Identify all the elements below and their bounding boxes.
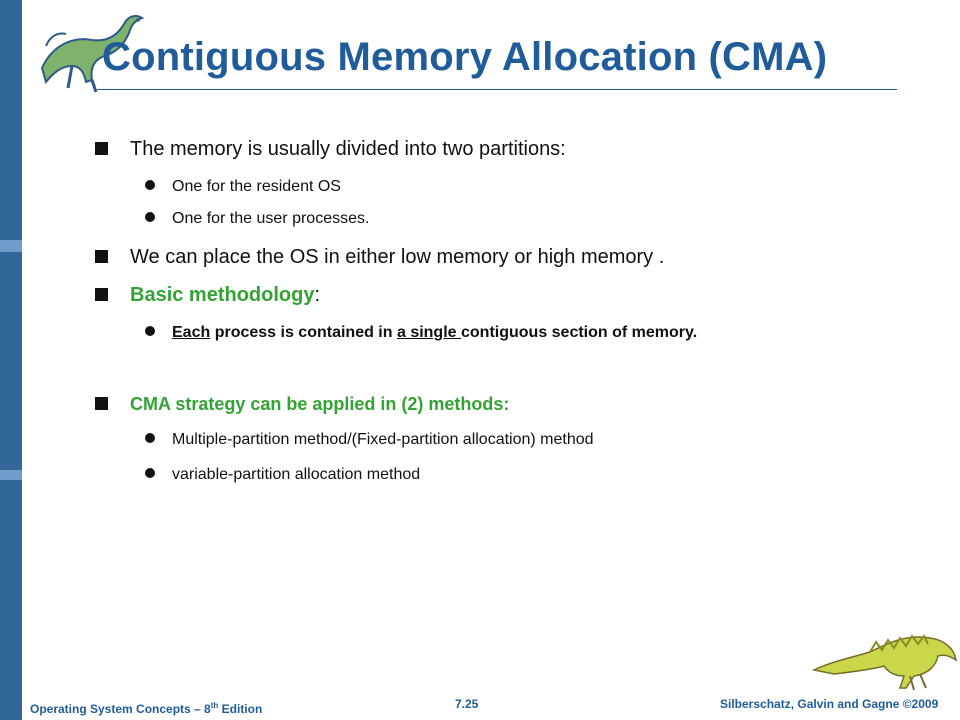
underlined-word: Each <box>172 324 211 341</box>
square-bullet-icon <box>95 250 108 263</box>
sidebar-highlight <box>0 240 22 252</box>
dinosaur-illustration-icon <box>811 634 958 690</box>
square-bullet-icon <box>95 288 108 301</box>
footer-book-title: Operating System Concepts – 8th Edition <box>30 701 262 716</box>
subbullet-multiple-partition: Multiple-partition method/(Fixed-partiti… <box>145 431 594 449</box>
footer-authors: Silberschatz, Galvin and Gagne ©2009 <box>720 697 939 711</box>
subbullet-text: One for the user processes. <box>172 210 370 227</box>
round-bullet-icon <box>145 180 155 190</box>
bullet-cma-strategy: CMA strategy can be applied in (2) metho… <box>95 394 509 415</box>
round-bullet-icon <box>145 468 155 478</box>
bullet-memory-partitions: The memory is usually divided into two p… <box>95 138 566 161</box>
bullet-text: We can place the OS in either low memory… <box>130 246 665 268</box>
round-bullet-icon <box>145 326 155 336</box>
footer-superscript: th <box>210 701 219 710</box>
subbullet-text: contiguous section of memory. <box>461 324 698 341</box>
bullet-os-placement: We can place the OS in either low memory… <box>95 246 664 269</box>
subbullet-text: process is contained in <box>210 324 397 341</box>
subbullet-contiguous-section: Each process is contained in a single co… <box>145 324 697 342</box>
bullet-basic-methodology: Basic methodology: <box>95 284 320 307</box>
subbullet-resident-os: One for the resident OS <box>145 178 341 196</box>
underlined-phrase: a single <box>396 324 461 341</box>
subbullet-text: One for the resident OS <box>172 178 341 195</box>
footer-text: Operating System Concepts – 8 <box>30 702 211 716</box>
subbullet-text: Multiple-partition method/(Fixed-partiti… <box>172 431 594 448</box>
round-bullet-icon <box>145 212 155 222</box>
bullet-text: The memory is usually divided into two p… <box>130 138 566 160</box>
subbullet-variable-partition: variable-partition allocation method <box>145 466 420 484</box>
bullet-text: CMA strategy can be applied in (2) metho… <box>130 394 510 414</box>
subbullet-user-processes: One for the user processes. <box>145 210 369 228</box>
square-bullet-icon <box>95 142 108 155</box>
page-number: 7.25 <box>455 697 479 711</box>
bullet-label: Basic methodology <box>130 284 315 306</box>
sidebar-highlight <box>0 470 22 480</box>
left-sidebar-bar <box>0 0 22 720</box>
bullet-colon: : <box>314 284 321 306</box>
title-underline <box>97 89 897 90</box>
subbullet-text: variable-partition allocation method <box>172 466 421 483</box>
square-bullet-icon <box>95 397 108 410</box>
dinosaur-logo-icon <box>40 15 145 93</box>
footer-text: Edition <box>218 702 263 716</box>
slide-title: Contiguous Memory Allocation (CMA) <box>102 35 828 79</box>
round-bullet-icon <box>145 433 155 443</box>
